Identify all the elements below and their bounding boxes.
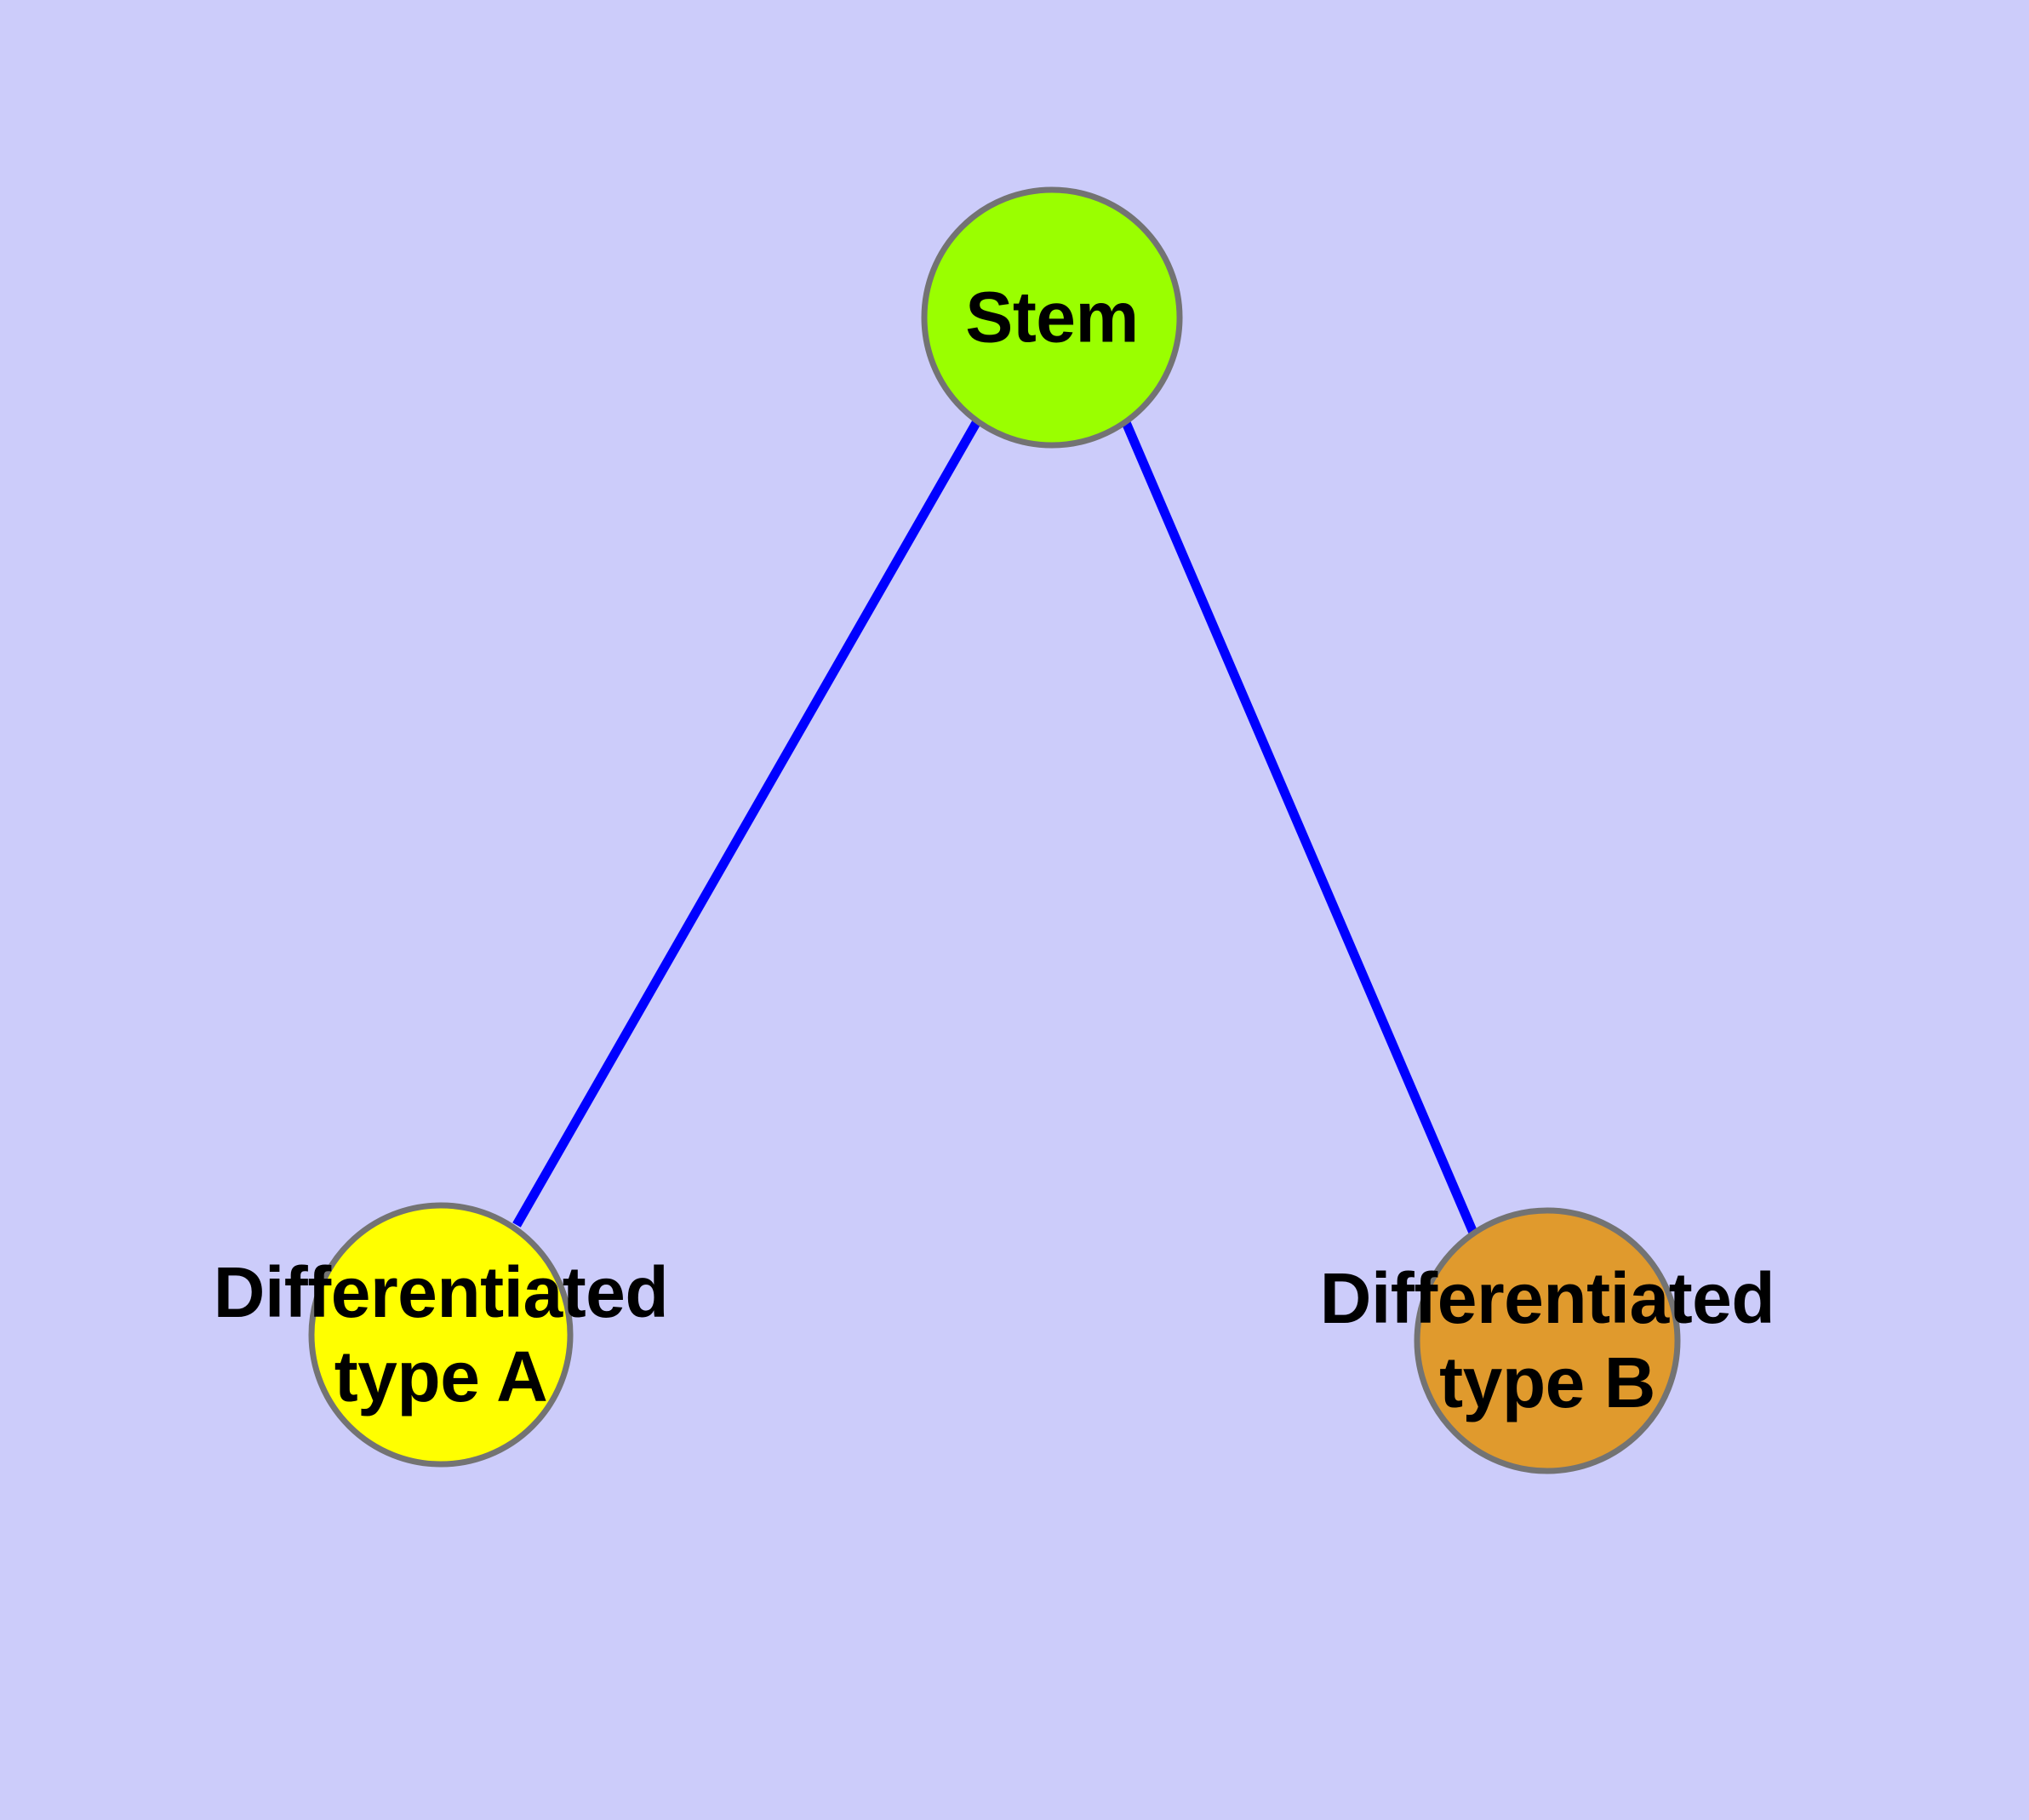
graph-edge-stem-to-b[interactable] [1120,418,1478,1235]
graph-node-diff-b[interactable] [1414,1207,1681,1474]
graph-node-diff-a[interactable] [308,1202,574,1468]
graph-edge-stem-to-a[interactable] [512,419,981,1228]
graph-node-stem[interactable] [921,186,1183,449]
node-layer [308,186,1681,1474]
edge-layer [512,418,1478,1235]
